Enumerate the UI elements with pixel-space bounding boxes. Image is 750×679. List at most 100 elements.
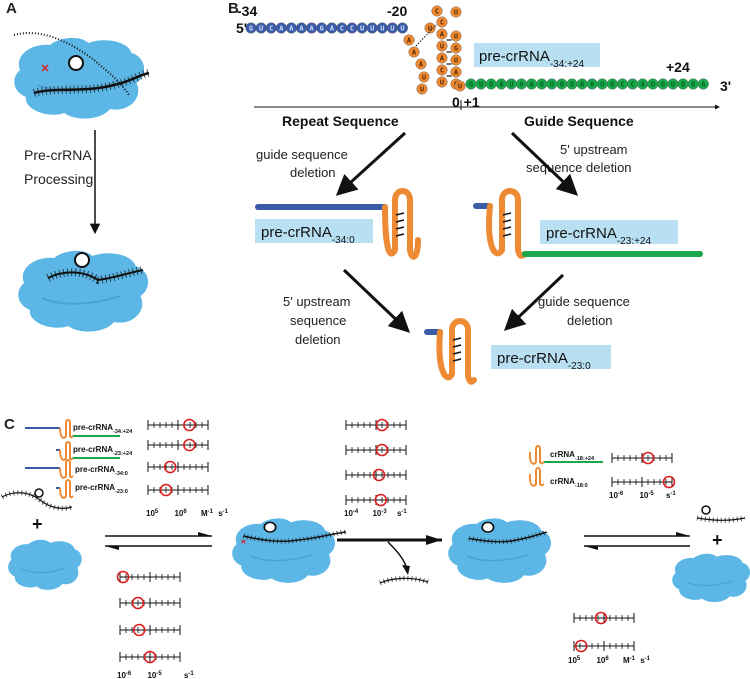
svg-text:U: U	[420, 85, 424, 93]
svg-text:A: A	[499, 80, 504, 88]
koff-scales	[116, 570, 181, 664]
free-crRNA	[696, 505, 746, 523]
svg-text:G: G	[691, 80, 695, 88]
label-23-24-main: pre-crRNA	[546, 225, 617, 242]
svg-text:pre-crRNA-34:0: pre-crRNA-34:0	[75, 465, 128, 477]
svg-text:U: U	[454, 32, 458, 40]
bottom-left-arrow	[342, 268, 411, 333]
kon-scale-4-marker	[159, 483, 173, 497]
koff-axis-labels: 10-6 10-5 s-1	[117, 671, 194, 679]
plus-right: +	[712, 530, 723, 550]
legend-crRNA-18-24: crRNA-18:+24	[528, 445, 603, 465]
legend-crRNA-18-24-sub: -18:+24	[575, 456, 595, 462]
koff-scale-3-marker	[132, 623, 146, 637]
hairpin-mid-nt-6: U	[436, 76, 448, 88]
hairpin-mid-nt-4: A	[436, 52, 448, 64]
hairpin-left-nt-4: U	[418, 71, 430, 83]
repeat-sequence-label: Repeat Sequence	[282, 113, 399, 129]
green-nt-14: U	[596, 78, 608, 90]
green-nt-1: G	[465, 78, 477, 90]
svg-text:U: U	[479, 80, 483, 88]
panel-a-bottom-complex	[17, 249, 150, 333]
koff-scale-2-marker	[131, 596, 145, 610]
legend-row-34-24: pre-crRNA-34:+24	[25, 419, 133, 439]
hairpin-left-nt-1: A	[403, 34, 415, 46]
hairpin-right-nt-1: U	[450, 30, 462, 42]
kon-scale-3	[147, 460, 209, 474]
svg-text:A: A	[454, 68, 459, 76]
svg-text:U: U	[440, 42, 444, 50]
green-nt-7: A	[526, 78, 538, 90]
prod-kon-scale-1-marker	[594, 611, 608, 625]
svg-text:G: G	[454, 44, 458, 52]
svg-text:G: G	[681, 80, 685, 88]
legend-row-23-0: pre-crRNA-23:0	[56, 479, 128, 499]
svg-text:U: U	[370, 24, 374, 32]
svg-text:U: U	[422, 73, 426, 81]
green-nt-10: G	[556, 78, 568, 90]
bottom-right-text-1: guide sequence	[538, 294, 630, 309]
label-23-24: pre-crRNA-23:+24	[546, 225, 651, 247]
green-nt-18: A	[637, 78, 649, 90]
kcat-axis-labels: 10-4 10-3 s-1	[344, 509, 407, 518]
svg-text:U: U	[458, 82, 462, 90]
svg-text:A: A	[289, 24, 294, 32]
prod-kon-scale-2-marker	[574, 639, 588, 653]
free-precrRNA	[0, 488, 73, 511]
pos-hairpin-label: -20	[387, 3, 407, 19]
blue-nt-9: A	[326, 22, 338, 34]
free-protein-right	[671, 553, 750, 603]
panel-b-label: B	[228, 0, 239, 17]
label-23-24-bg	[540, 220, 678, 244]
koff-scale-4	[119, 650, 181, 664]
bottom-left-text-2: sequence	[290, 313, 346, 328]
green-nt-17: C	[627, 78, 639, 90]
prod-koff-axis-labels: 10-6 10-5 s-1	[609, 491, 676, 500]
svg-text:A: A	[701, 80, 706, 88]
prod-koff-scale-2	[611, 475, 676, 489]
svg-text:C: C	[620, 80, 624, 88]
zero-one-label: 0 +1	[452, 94, 480, 110]
green-nt-8: G	[536, 78, 548, 90]
koff-scale-1-marker	[116, 570, 130, 584]
blue-nt-1: G	[245, 22, 257, 34]
svg-text:U: U	[454, 56, 458, 64]
legend-crRNA-18-24-main: crRNA	[550, 450, 575, 459]
label-34-0: pre-crRNA-34:0	[261, 224, 355, 246]
three-prime-label: 3'	[720, 78, 731, 94]
pos-right-label: +24	[666, 59, 690, 75]
blue-nt-2: U	[255, 22, 267, 34]
blue-nt-3: C	[265, 22, 277, 34]
kcat-scale-3-marker	[372, 468, 386, 482]
green-nt-21: U	[667, 78, 679, 90]
blue-nt-14: U	[376, 22, 388, 34]
kcat-scale-1	[345, 418, 407, 432]
koff-scale-2	[119, 596, 181, 610]
svg-text:A: A	[299, 24, 304, 32]
hairpin-end-nt: U	[454, 80, 466, 92]
kcat-scale-2-marker	[375, 443, 389, 457]
svg-text:U: U	[400, 24, 404, 32]
kon-axis-labels: 105 106 M-1 s-1	[146, 509, 229, 518]
precrRNA-23-0-drawing	[424, 318, 477, 385]
legend-row-23-24: pre-crRNA-23:+24	[56, 441, 133, 461]
legend-34-24-sub: -34:+24	[113, 429, 133, 435]
green-nt-4: A	[495, 78, 507, 90]
blue-nt-15: U	[386, 22, 398, 34]
right-branch-text-1: 5' upstream	[560, 142, 628, 157]
full-precrRNA-label-bg	[474, 43, 600, 67]
left-branch-text-2: deletion	[290, 165, 336, 180]
koff-scale-4-marker	[143, 650, 157, 664]
svg-text:C: C	[435, 7, 439, 15]
kon-scale-2-marker	[183, 438, 196, 452]
svg-text:U: U	[390, 24, 394, 32]
guide-sequence-label: Guide Sequence	[524, 113, 634, 129]
legend-23-0-main: pre-crRNA	[75, 483, 115, 492]
kcat-scale-1-marker	[375, 418, 389, 432]
legend-34-24-main: pre-crRNA	[73, 423, 113, 432]
svg-text:C: C	[440, 66, 444, 74]
svg-text:A: A	[330, 24, 335, 32]
green-nt-6: A	[516, 78, 528, 90]
svg-text:U: U	[671, 80, 675, 88]
